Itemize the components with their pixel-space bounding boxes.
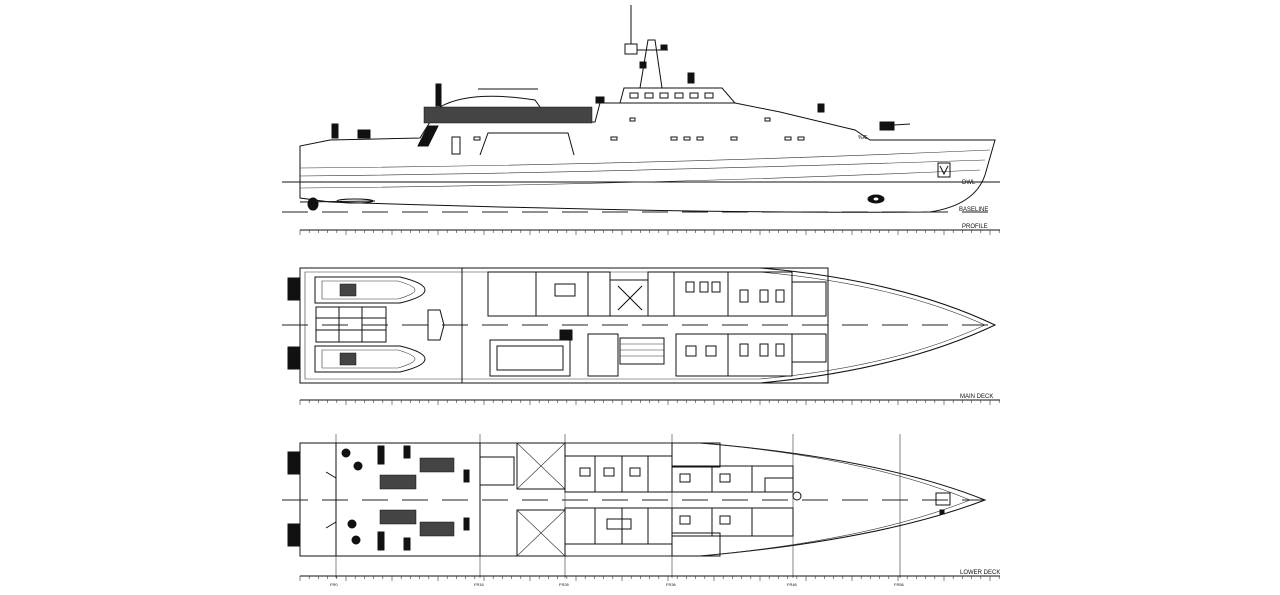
aft-deck-grid — [315, 306, 445, 343]
dwl-label: DWL — [962, 180, 976, 186]
hull-outline — [299, 102, 996, 213]
propeller-icon — [299, 197, 376, 211]
bow-thruster-icon — [867, 194, 885, 204]
rib-boat-port — [287, 276, 426, 304]
boat-stack — [423, 106, 593, 124]
tank-hatches — [479, 442, 721, 557]
frame-label: FR16 — [474, 582, 485, 587]
mast — [624, 5, 695, 89]
frame-label: FR26 — [559, 582, 570, 587]
ramp-hatch — [417, 125, 439, 147]
main-deck-frame-ticks — [299, 400, 1000, 405]
sheer-line — [299, 149, 991, 169]
rub-rail — [299, 159, 986, 177]
chine-line — [299, 169, 981, 189]
rib-boat-starboard — [287, 345, 426, 373]
engine-icon — [341, 445, 470, 551]
aft-superstructure — [479, 132, 575, 156]
main-deck-title: MAIN DECK — [960, 394, 993, 400]
lower-deck-frame-ticks — [299, 576, 1000, 581]
lower-deck-title: LOWER DECK — [960, 570, 1000, 576]
aft-door — [451, 136, 461, 155]
bridge-windows — [629, 92, 714, 99]
profile-view: %Æ DWL BASELINE PROFILE — [282, 5, 1000, 235]
frame-label: FR36 — [666, 582, 677, 587]
profile-frame-ticks — [299, 230, 1000, 235]
baseline-label: BASELINE — [959, 207, 988, 213]
davit-post — [435, 83, 442, 107]
main-deck-outline — [299, 267, 997, 384]
stern-winch — [357, 129, 371, 139]
aft-weapon — [595, 96, 605, 104]
bow-logo-icon — [937, 162, 951, 178]
forward-equipment — [817, 103, 825, 113]
bridge-house — [619, 87, 737, 104]
main-deck-view: MAIN DECK — [282, 267, 1000, 405]
stern-crane — [331, 123, 339, 139]
lower-deck-outline — [299, 442, 987, 557]
main-deck-rooms — [461, 267, 829, 384]
frame-label: FR46 — [787, 582, 798, 587]
helicopter-uav — [439, 95, 541, 108]
profile-title: PROFILE — [962, 224, 988, 230]
lower-deck-cabins — [564, 455, 951, 545]
engine-room — [287, 442, 481, 557]
frame-label: FR56 — [894, 582, 905, 587]
frame-label: FR0 — [330, 582, 338, 587]
frame-labels: FR0 FR16 FR26 FR36 FR46 FR56 — [330, 582, 905, 587]
portholes — [473, 117, 805, 141]
hull-mark: %Æ — [858, 135, 867, 141]
forward-gun — [879, 121, 911, 131]
lower-deck-view: FR0 FR16 FR26 FR36 FR46 FR56 LOWER DECK — [282, 434, 1000, 587]
